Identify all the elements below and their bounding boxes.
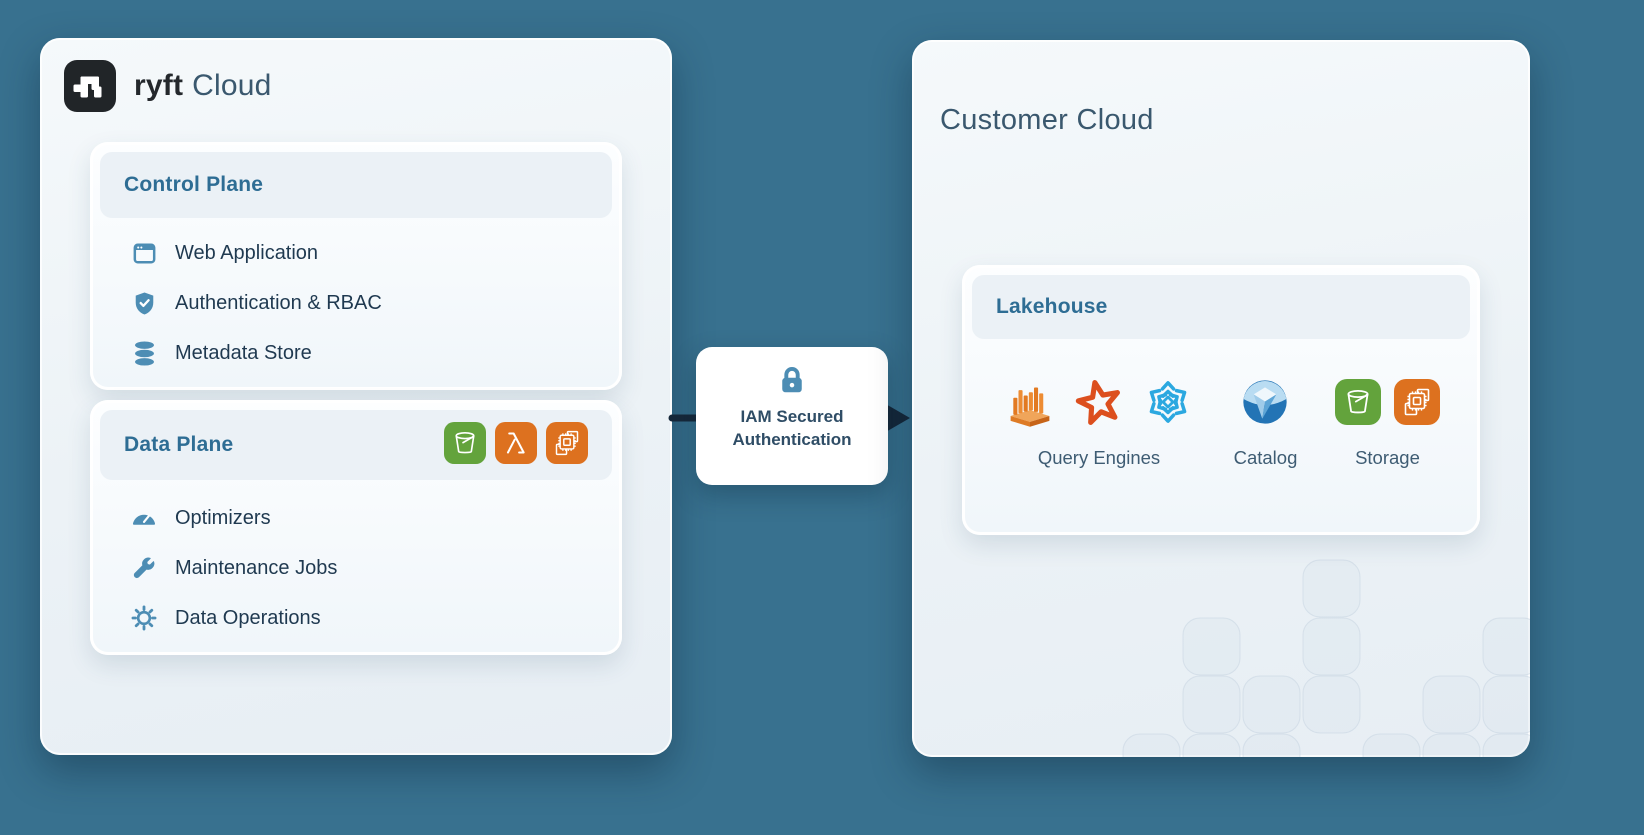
item-data-operations: Data Operations xyxy=(90,593,622,643)
item-authentication-rbac: Authentication & RBAC xyxy=(90,278,622,328)
lock-icon xyxy=(774,362,810,398)
lambda-icon xyxy=(495,421,537,469)
customer-cloud-card: Customer Cloud Lakehouse xyxy=(912,40,1530,757)
storage-icons xyxy=(1334,373,1440,431)
lakehouse-section: Lakehouse xyxy=(962,265,1480,535)
compute-chip-icon xyxy=(1393,379,1440,425)
brand-suffix: Cloud xyxy=(192,69,272,102)
item-optimizers: Optimizers xyxy=(90,493,622,543)
emr-bar-chart-icon xyxy=(1002,376,1058,428)
iceberg-catalog-icon xyxy=(1239,376,1291,428)
starburst-star-icon xyxy=(1071,374,1127,430)
brand-name: ryft xyxy=(134,69,184,102)
ryft-logo xyxy=(64,60,116,112)
database-icon xyxy=(130,340,158,367)
item-label: Data Operations xyxy=(175,606,321,629)
control-plane-title: Control Plane xyxy=(124,173,264,196)
data-plane-title: Data Plane xyxy=(124,433,234,456)
control-plane-items: Web Application Authentication & RBAC xyxy=(90,228,622,378)
control-plane-header: Control Plane xyxy=(100,152,612,218)
catalog-group: Catalog xyxy=(1233,373,1298,469)
storage-group: Storage xyxy=(1334,373,1440,469)
s3-bucket-icon xyxy=(1334,379,1381,425)
data-plane-header: Data Plane xyxy=(100,410,612,480)
snowflake-icon xyxy=(1140,374,1196,430)
item-label: Optimizers xyxy=(175,506,271,529)
item-label: Authentication & RBAC xyxy=(175,291,382,314)
lakehouse-title: Lakehouse xyxy=(996,295,1108,318)
catalog-icons xyxy=(1239,373,1291,431)
lakehouse-groups: Query Engines xyxy=(1002,373,1440,469)
s3-bucket-icon xyxy=(444,421,486,469)
iam-auth-label: IAM Secured Authentication xyxy=(732,407,852,449)
item-metadata-store: Metadata Store xyxy=(90,328,622,378)
data-plane-section: Data Plane xyxy=(90,400,622,655)
gauge-icon xyxy=(130,505,158,531)
compute-chip-icon xyxy=(546,421,588,469)
customer-cloud-title: Customer Cloud xyxy=(940,104,1154,136)
query-engines-group: Query Engines xyxy=(1002,373,1196,469)
iam-auth-node: IAM Secured Authentication xyxy=(696,347,888,485)
wrench-icon xyxy=(130,555,158,581)
lakehouse-header: Lakehouse xyxy=(972,275,1470,339)
item-label: Maintenance Jobs xyxy=(175,556,338,579)
group-label: Storage xyxy=(1355,447,1420,468)
data-plane-items: Optimizers Maintenance Jobs xyxy=(90,493,622,643)
item-maintenance-jobs: Maintenance Jobs xyxy=(90,543,622,593)
item-label: Web Application xyxy=(175,241,319,264)
gear-icon xyxy=(130,605,158,631)
item-label: Metadata Store xyxy=(175,341,312,364)
query-engines-icons xyxy=(1002,373,1196,431)
data-plane-service-badges xyxy=(444,421,588,469)
browser-window-icon xyxy=(130,240,158,267)
group-label: Catalog xyxy=(1233,447,1298,468)
group-label: Query Engines xyxy=(1037,447,1161,468)
item-web-application: Web Application xyxy=(90,228,622,278)
control-plane-section: Control Plane Web Application xyxy=(90,142,622,390)
shield-check-icon xyxy=(130,290,158,317)
